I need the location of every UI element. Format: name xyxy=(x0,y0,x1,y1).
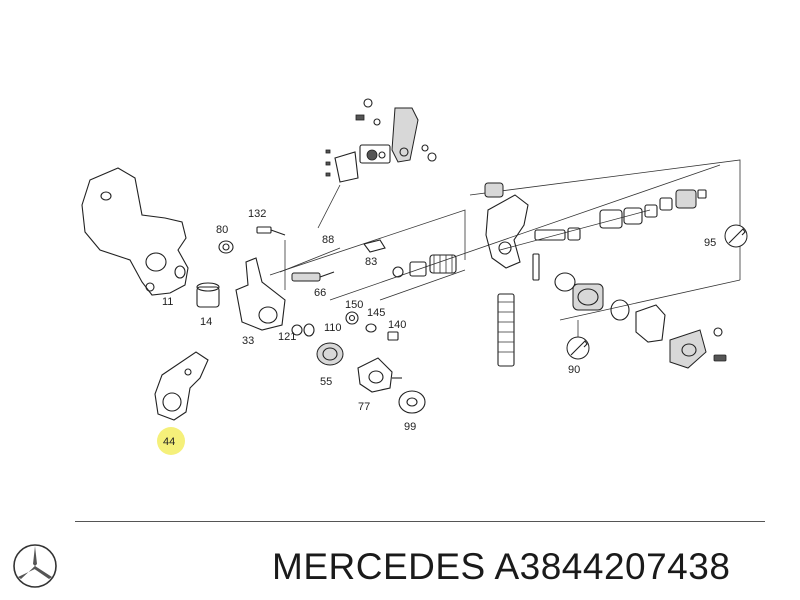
label-77: 77 xyxy=(358,401,370,413)
footer-part-title: MERCEDES A3844207438 xyxy=(272,546,730,588)
pin-66 xyxy=(291,271,335,282)
wrench-icon-95 xyxy=(724,224,748,248)
label-11: 11 xyxy=(162,296,173,308)
rod-assembly xyxy=(532,189,707,281)
label-150: 150 xyxy=(345,299,363,311)
label-110: 110 xyxy=(324,322,342,334)
label-88: 88 xyxy=(322,234,334,246)
label-55: 55 xyxy=(320,376,332,388)
bracket-11 xyxy=(81,167,189,296)
label-83: 83 xyxy=(365,256,377,268)
washer-99 xyxy=(398,390,426,414)
label-121: 121 xyxy=(278,331,296,343)
label-132: 132 xyxy=(248,208,266,220)
mercedes-star-icon xyxy=(13,544,57,588)
guide-frame xyxy=(269,159,741,321)
part-number: A3844207438 xyxy=(494,546,731,587)
sleeve-14 xyxy=(196,282,220,308)
wrench-icon-90 xyxy=(566,320,590,360)
small-parts xyxy=(291,311,399,341)
label-99: 99 xyxy=(404,421,416,433)
label-14: 14 xyxy=(200,316,212,328)
label-66: 66 xyxy=(314,287,326,299)
slack-adjuster-44 xyxy=(154,351,209,421)
end-cover xyxy=(635,304,727,369)
label-140: 140 xyxy=(388,319,406,331)
spring-stack xyxy=(392,254,515,367)
label-44: 44 xyxy=(163,436,175,448)
brand-name: MERCEDES xyxy=(272,546,486,587)
pin-83 xyxy=(363,239,386,253)
top-cluster xyxy=(317,98,437,229)
highlight-marker xyxy=(157,427,185,455)
bolt-132 xyxy=(256,226,286,236)
seals-and-bearing xyxy=(554,272,630,321)
label-90: 90 xyxy=(568,364,580,376)
footer-divider xyxy=(75,521,765,522)
lever-33 xyxy=(235,240,286,331)
bearing-55 xyxy=(316,342,344,366)
label-80: 80 xyxy=(216,224,228,236)
bushing-80 xyxy=(218,240,234,254)
label-33: 33 xyxy=(242,335,254,347)
label-95: 95 xyxy=(704,237,716,249)
plate-77 xyxy=(357,357,402,393)
label-145: 145 xyxy=(367,307,385,319)
adjuster-housing xyxy=(484,182,529,269)
